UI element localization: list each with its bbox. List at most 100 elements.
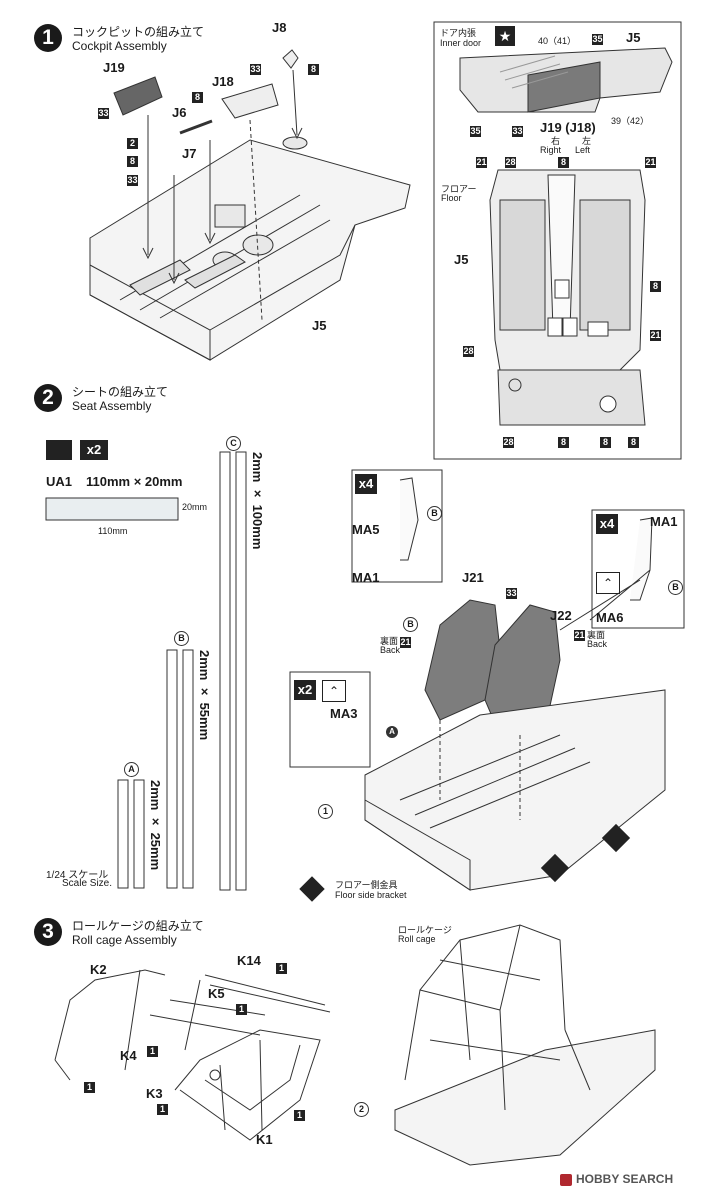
paint-badge-28: 28: [505, 157, 516, 168]
part-ma1-label: MA1: [352, 570, 380, 585]
paint-badge-8: 8: [558, 437, 569, 448]
paint-badge-2: 2: [127, 138, 138, 149]
back-note-jp: 裏面: [587, 630, 606, 640]
step-1-title-en: Cockpit Assembly: [72, 39, 167, 53]
back-note-en: Back: [587, 639, 608, 649]
paint-badge-33: 33: [506, 588, 517, 599]
rollcage-jp: ロールケージ: [398, 925, 452, 935]
ua1-label: UA1: [46, 474, 73, 489]
door-j5-label: J5: [626, 30, 641, 45]
part-k2-label: K2: [90, 962, 107, 977]
door-paint-top: 40（41）: [538, 36, 577, 46]
paint-badge-1: 1: [84, 1082, 95, 1093]
back-note-jp: 裏面: [380, 636, 399, 646]
part-j7-label: J7: [182, 146, 197, 161]
part-k3-label: K3: [146, 1086, 163, 1101]
paint-badge-28: 28: [463, 346, 474, 357]
rod-a-size: 2mm × 25mm: [148, 780, 163, 871]
part-j19-label: J19: [103, 60, 125, 75]
paint-badge-33: 33: [250, 64, 261, 75]
bracket-b-tag: B: [403, 617, 418, 632]
floor-title-en: Floor: [441, 193, 462, 203]
paint-badge-21: 21: [645, 157, 656, 168]
watermark: HOBBY SEARCH: [576, 1172, 674, 1186]
paint-badge-21: 21: [400, 637, 411, 648]
step-reference: 2: [354, 1102, 369, 1117]
rod-a-tag: A: [124, 762, 139, 777]
step-3-number: 3: [34, 918, 62, 946]
part-j8-label: J8: [272, 20, 287, 35]
paint-badge-1: 1: [157, 1104, 168, 1115]
back-note-en: Back: [380, 645, 401, 655]
paint-badge-8: 8: [600, 437, 611, 448]
paint-badge-33: 33: [512, 126, 523, 137]
part-k14-label: K14: [237, 953, 261, 968]
step-2-number: 2: [34, 384, 62, 412]
step-1-title-jp: コックピットの組み立て: [72, 25, 205, 39]
part-ma6-label: MA6: [596, 610, 624, 625]
part-ma3-label: MA3: [330, 706, 358, 721]
paint-badge-8: 8: [192, 92, 203, 103]
part-ma1-label: MA1: [650, 514, 678, 529]
step-reference: 1: [318, 804, 333, 819]
floor-j5-label: J5: [454, 252, 469, 267]
part-j6-label: J6: [172, 105, 187, 120]
chevron-up-icon: ⌃: [322, 680, 346, 702]
part-j22-label: J22: [550, 608, 572, 623]
bracket-a-tag: A: [386, 726, 398, 738]
hobby-search-logo-icon: [560, 1174, 572, 1186]
door-left-en: Left: [575, 145, 591, 155]
paint-badge-21: 21: [650, 330, 661, 341]
decal-sheet-icon: [46, 440, 72, 460]
bracket-b-tag: B: [427, 506, 442, 521]
rod-c-tag: C: [226, 436, 241, 451]
part-k5-label: K5: [208, 986, 225, 1001]
ua1-height: 20mm: [182, 502, 208, 512]
step-3-title-en: Roll cage Assembly: [72, 933, 177, 947]
star-icon: ★: [495, 26, 515, 46]
part-j5-label: J5: [312, 318, 327, 333]
rod-b-size: 2mm × 55mm: [197, 650, 212, 741]
chevron-up-icon: ⌃: [596, 572, 620, 594]
door-right-jp: 右: [551, 136, 561, 146]
ua1-width: 110mm: [98, 526, 128, 536]
step-2-title-en: Seat Assembly: [72, 399, 152, 413]
paint-badge-33: 33: [98, 108, 109, 119]
rod-b-tag: B: [174, 631, 189, 646]
door-title-en: Inner door: [440, 38, 482, 48]
paint-badge-8: 8: [628, 437, 639, 448]
part-j18-label: J18: [212, 74, 234, 89]
paint-badge-8: 8: [558, 157, 569, 168]
scale-jp: 1/24 スケール: [46, 870, 109, 881]
multiplier-badge: x2: [294, 680, 316, 700]
step-1-number: 1: [34, 24, 62, 52]
paint-badge-21: 21: [574, 630, 585, 641]
multiplier-badge: x4: [355, 474, 377, 494]
floor-title-jp: フロアー: [441, 184, 477, 194]
paint-badge-8: 8: [127, 156, 138, 167]
door-paint-bottom: 39（42）: [611, 116, 650, 126]
paint-badge-33: 33: [127, 175, 138, 186]
rollcage-en: Roll cage: [398, 934, 436, 944]
step-3-title-jp: ロールケージの組み立て: [72, 919, 204, 933]
door-left-jp: 左: [582, 136, 592, 146]
ua1-size: 110mm × 20mm: [86, 474, 183, 489]
part-ma5-label: MA5: [352, 522, 380, 537]
door-right-en: Right: [540, 145, 562, 155]
paint-badge-8: 8: [308, 64, 319, 75]
paint-badge-1: 1: [294, 1110, 305, 1121]
part-k1-label: K1: [256, 1132, 273, 1147]
paint-badge-1: 1: [236, 1004, 247, 1015]
rod-c-size: 2mm × 100mm: [250, 452, 265, 550]
bracket-b-tag: B: [668, 580, 683, 595]
door-title-jp: ドア内張: [440, 28, 477, 38]
door-j19-j18-label: J19 (J18): [540, 120, 596, 135]
scale-en: Scale Size.: [62, 878, 113, 889]
multiplier-badge: x4: [596, 514, 618, 534]
part-j21-label: J21: [462, 570, 484, 585]
paint-badge-21: 21: [476, 157, 487, 168]
part-k4-label: K4: [120, 1048, 137, 1063]
step-2-title-jp: シートの組み立て: [72, 385, 169, 399]
paint-badge-8: 8: [650, 281, 661, 292]
